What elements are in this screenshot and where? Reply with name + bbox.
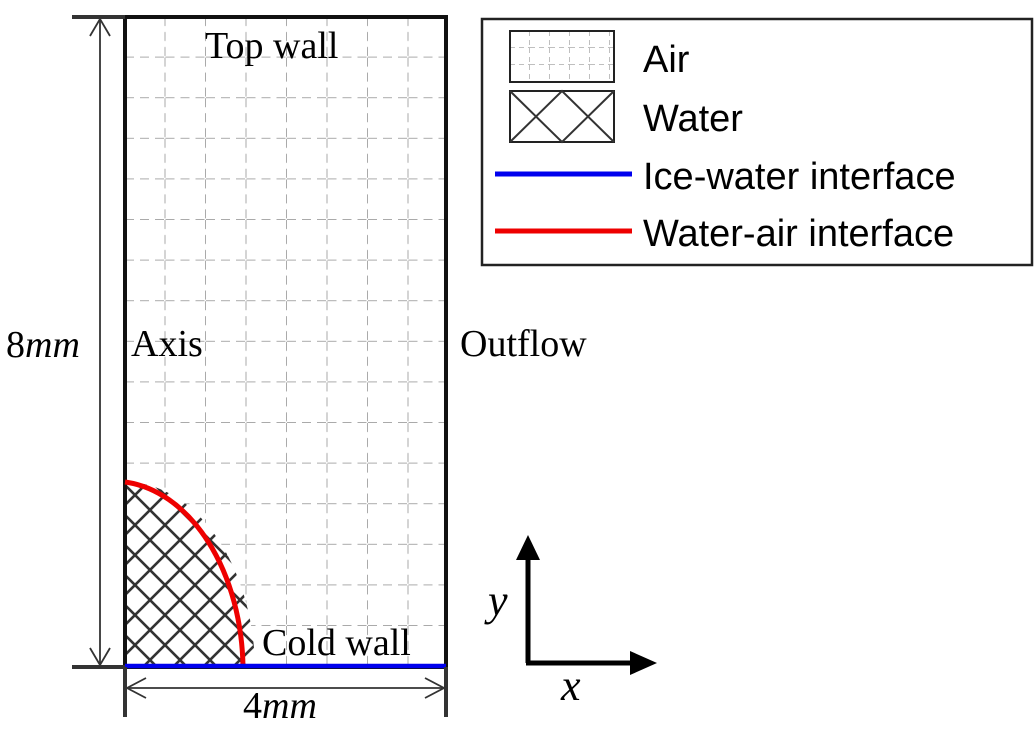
legend-item-water-air: Water-air interface [495,213,954,255]
top-wall-label: Top wall [205,25,338,67]
axis-label: Axis [131,323,203,365]
legend: Air Water Ice-water interface Water-air … [480,17,1034,267]
legend-ice-water-label: Ice-water interface [643,156,956,198]
legend-air-label: Air [643,39,690,81]
height-dimension [72,15,125,669]
water-swatch [509,90,615,143]
water-air-interface [124,479,246,668]
legend-item-water: Water [509,89,743,144]
legend-water-label: Water [643,98,743,140]
width-dimension [123,667,448,717]
x-axis-label: x [560,661,581,710]
outflow-label: Outflow [460,323,587,365]
legend-item-air: Air [509,30,690,83]
height-dimension-label: 8mm [6,324,80,366]
legend-item-ice-water: Ice-water interface [495,156,956,198]
width-dimension-label: 4mm [243,685,317,727]
legend-water-air-label: Water-air interface [643,213,954,255]
coordinate-axes [516,535,657,675]
cold-wall-label: Cold wall [262,622,411,664]
y-axis-label: y [484,576,508,625]
air-swatch [509,30,615,83]
